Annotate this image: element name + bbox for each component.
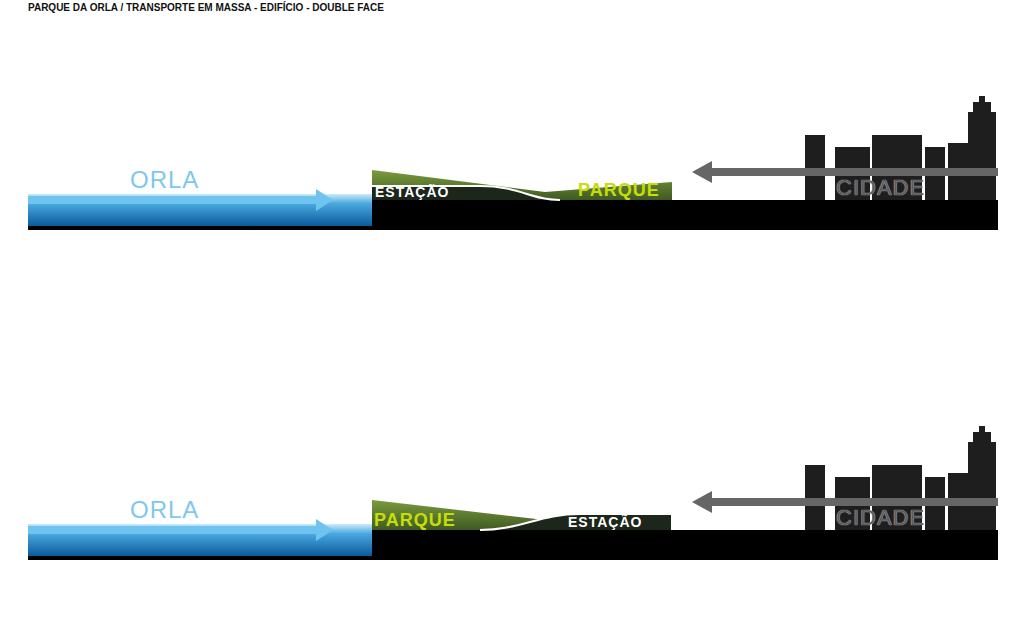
water-label: ORLA: [130, 168, 199, 192]
city-label: CIDADE: [836, 507, 925, 529]
station-label: ESTAÇÃO: [568, 515, 642, 529]
diagram-title: PARQUE DA ORLA / TRANSPORTE EM MASSA - E…: [28, 3, 384, 13]
section-row: [28, 96, 998, 230]
section-row: [28, 426, 998, 560]
city-label: CIDADE: [836, 177, 925, 199]
station-label: ESTAÇÃO: [375, 185, 449, 199]
park-label: PARQUE: [374, 511, 456, 529]
water-label: ORLA: [130, 498, 199, 522]
park-label: PARQUE: [578, 181, 660, 199]
